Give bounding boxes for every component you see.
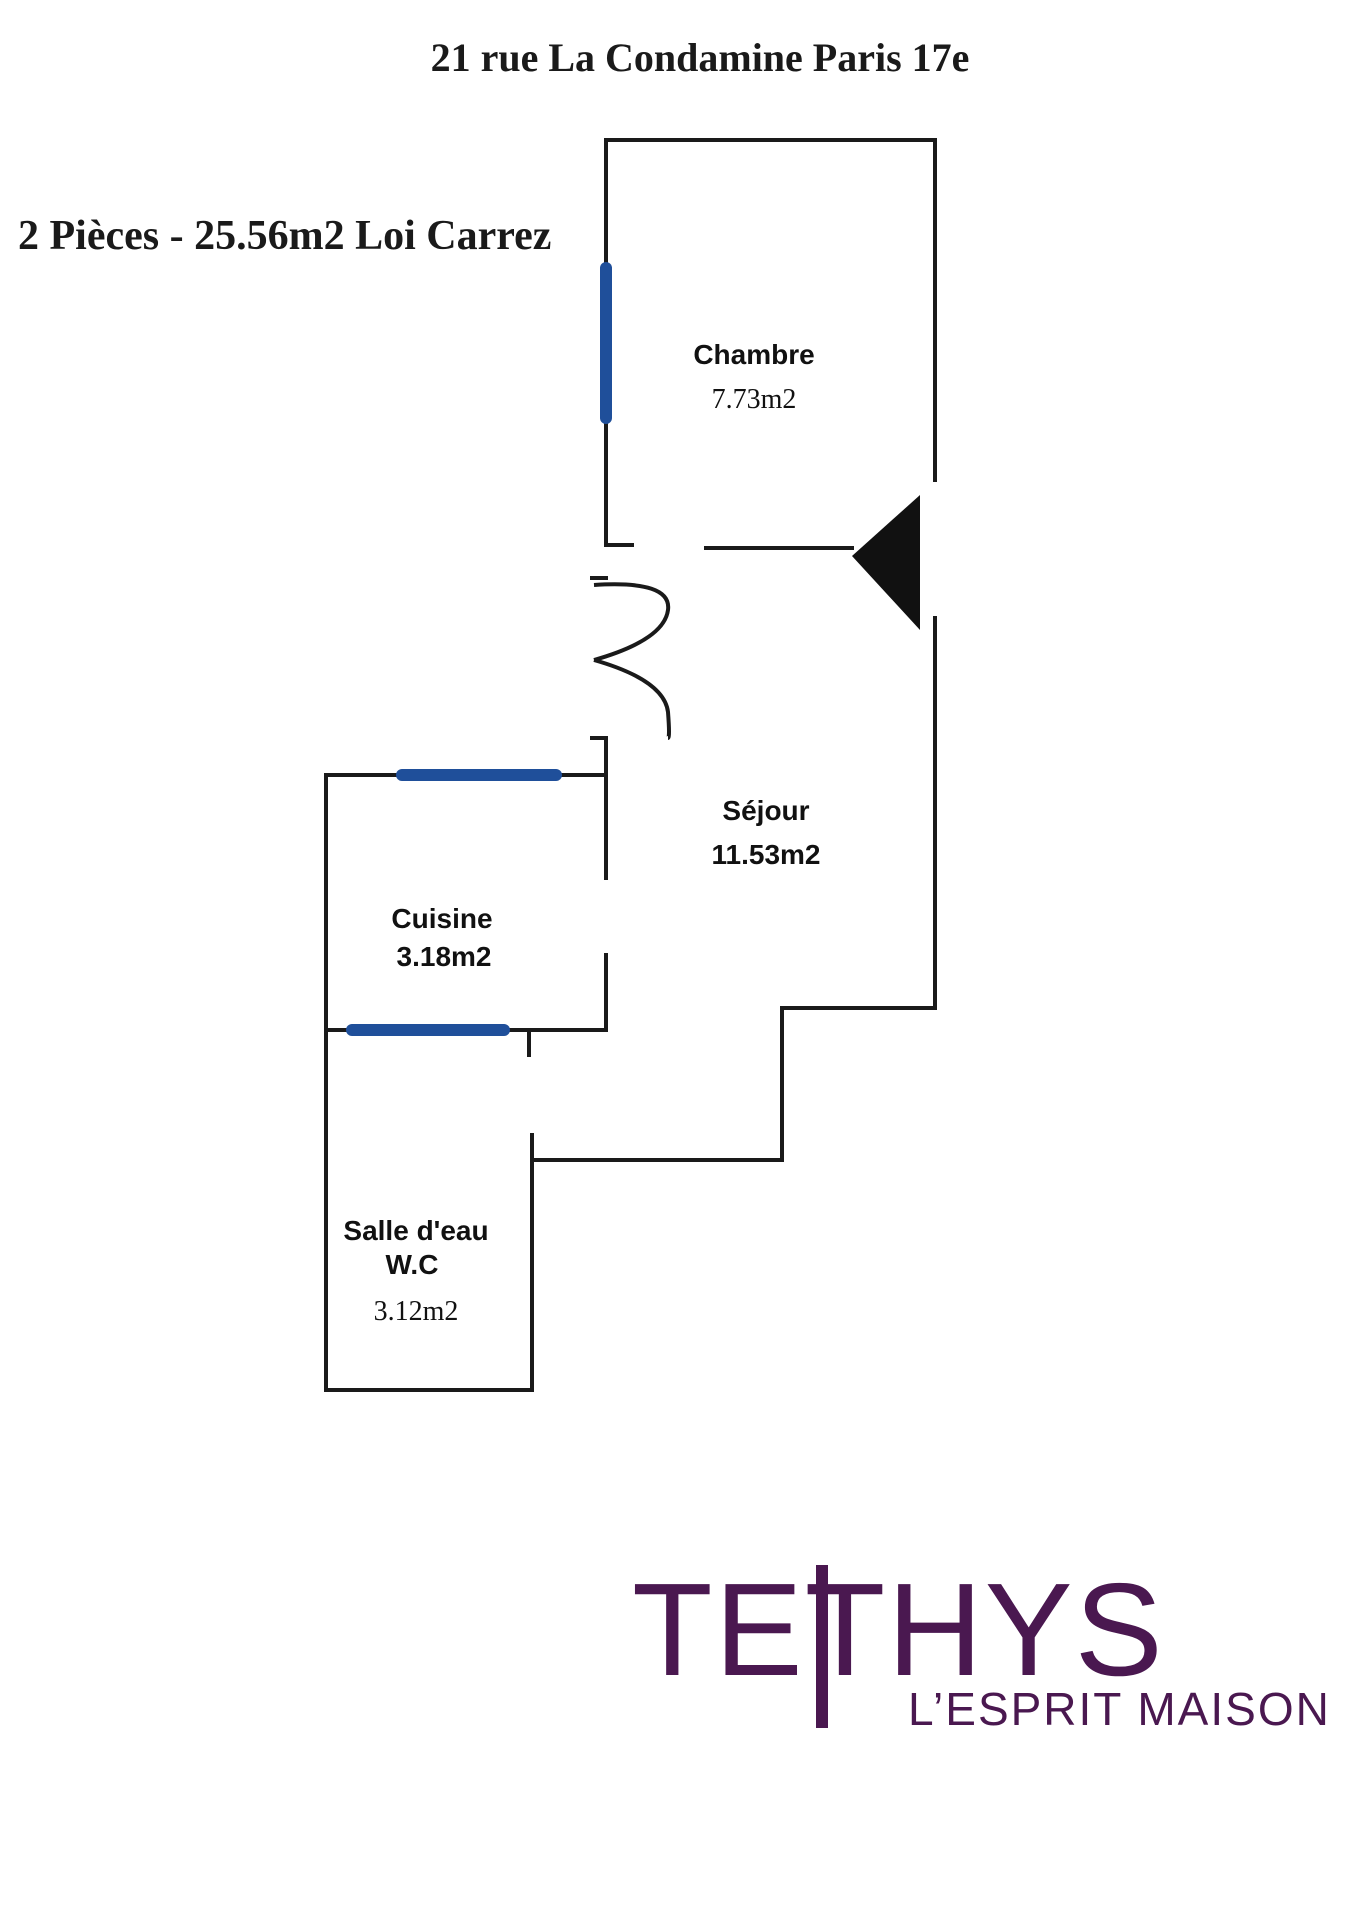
brand-tagline: L’ESPRIT MAISON [908,1683,1331,1735]
door-arc-lower [593,658,671,740]
room-area-salle-eau: 3.12m2 [374,1296,459,1327]
speaker-icon [852,495,920,630]
page-title: 21 rue La Condamine Paris 17e [430,35,970,80]
windows [346,262,612,1036]
tethys-logo: TETHYS [632,1556,1165,1728]
room-name-chambre: Chambre [693,339,814,370]
room-area-cuisine: 3.18m2 [397,941,492,972]
apartment-summary: 2 Pièces - 25.56m2 Loi Carrez [18,213,552,259]
brand-name: TETHYS [632,1556,1165,1703]
room-name-wc: W.C [386,1249,439,1280]
room-name-cuisine: Cuisine [391,903,492,934]
door-arc-upper [593,582,671,662]
wall-sejour-right [530,616,937,1162]
room-name-sejour: Séjour [722,795,809,826]
entry-door [593,582,671,740]
room-area-chambre: 7.73m2 [712,384,797,415]
wall-cuisine [324,773,608,1392]
room-area-sejour: 11.53m2 [712,839,821,870]
wall-salle-eau [324,1133,534,1392]
walls [324,138,937,1392]
room-name-salle-eau: Salle d'eau [343,1215,488,1246]
